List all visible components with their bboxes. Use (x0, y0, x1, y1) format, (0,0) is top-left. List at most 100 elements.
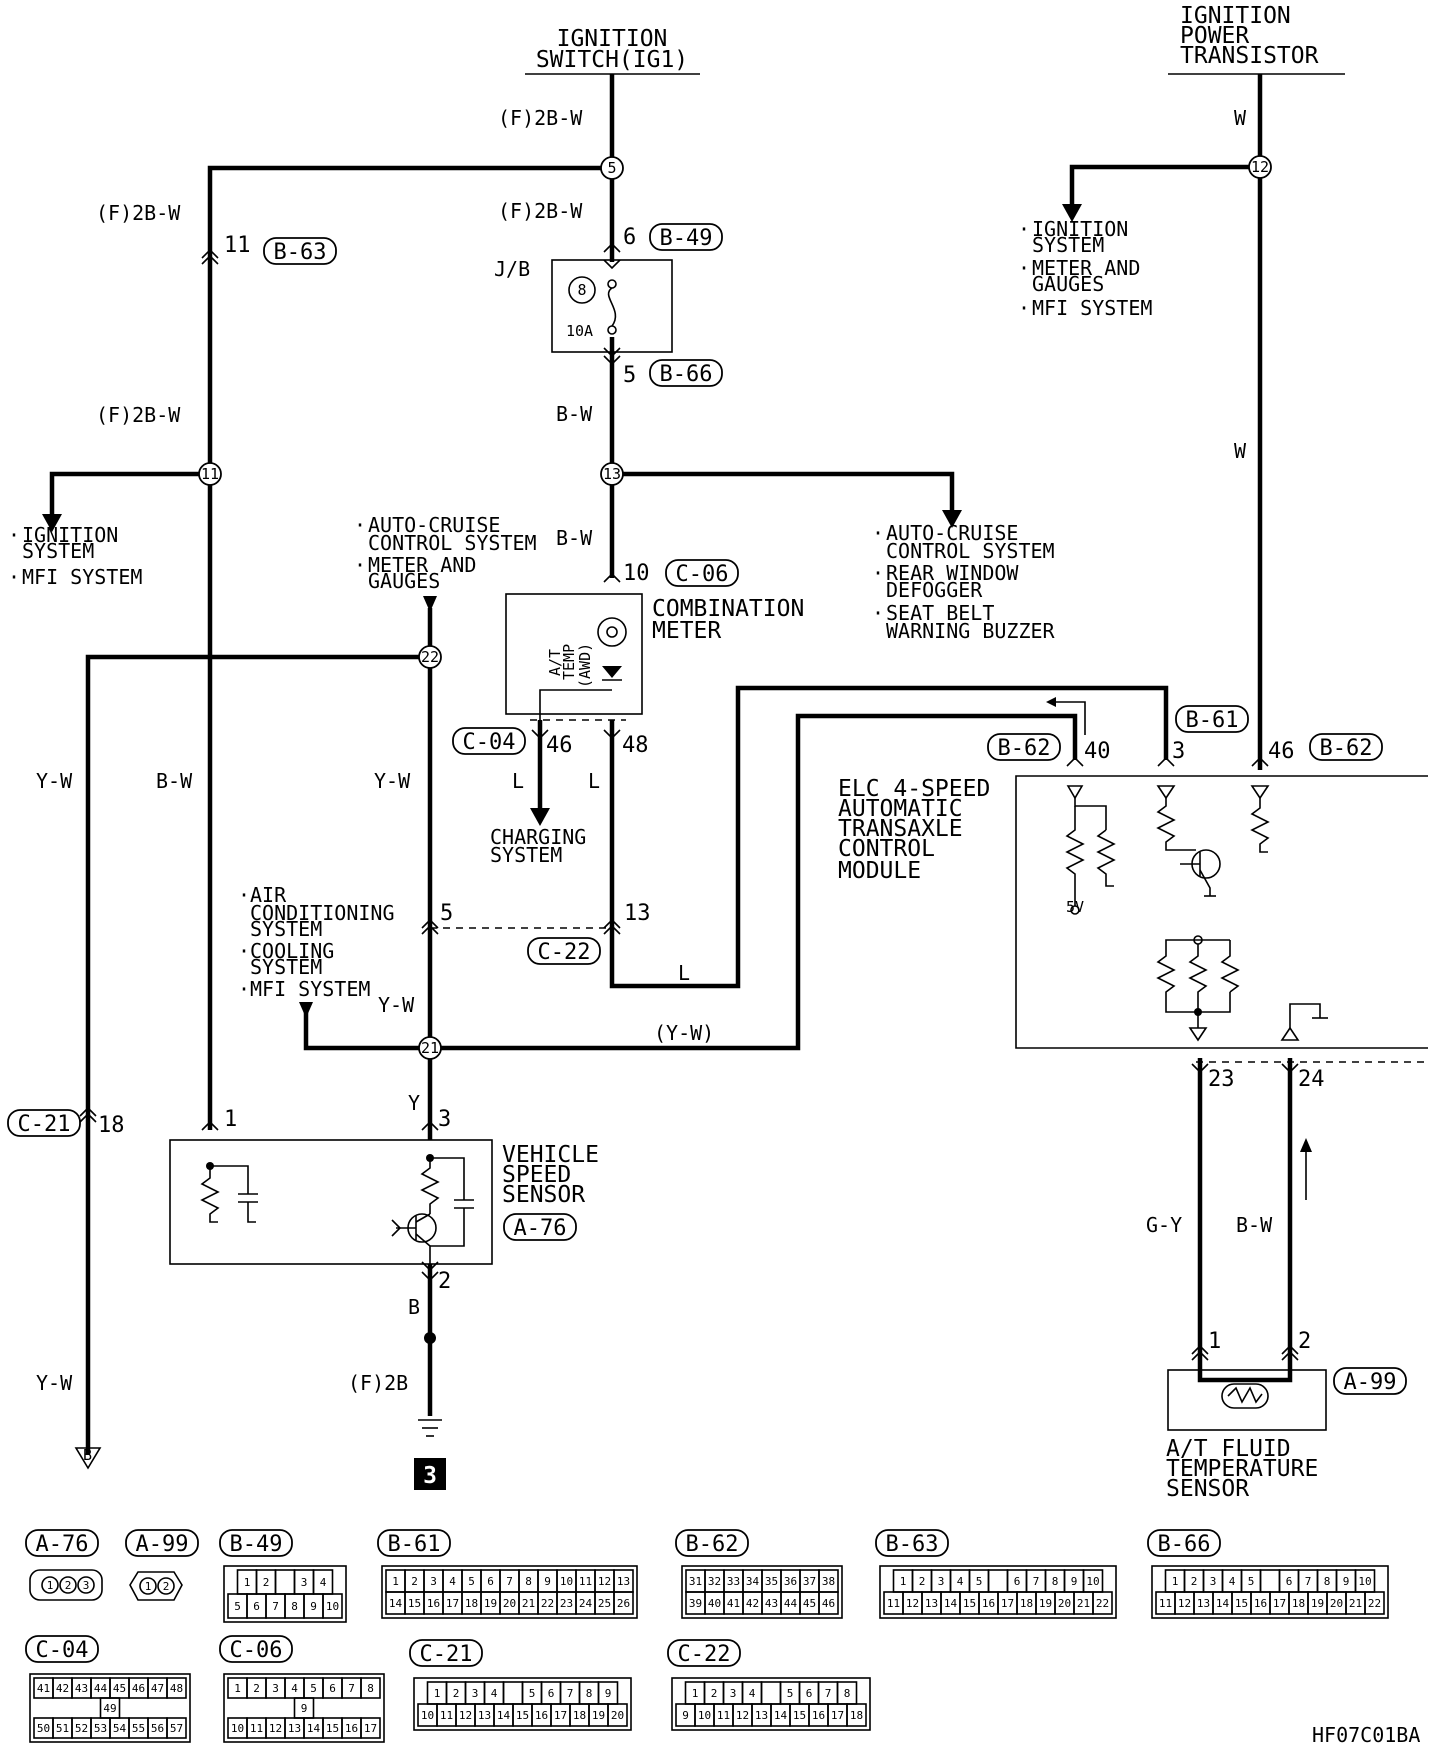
face-pin: 35 (765, 1575, 778, 1588)
face-pin: 17 (1273, 1597, 1286, 1610)
face-pin: 24 (579, 1597, 593, 1610)
face-pin: 56 (151, 1722, 164, 1735)
face-pin: 20 (611, 1709, 624, 1722)
svg-text:(F)2B: (F)2B (348, 1371, 408, 1395)
svg-text:B-63: B-63 (274, 240, 327, 265)
face-pin: 15 (963, 1597, 976, 1610)
face-pin: 7 (1305, 1575, 1312, 1588)
svg-text:·: · (872, 521, 884, 545)
svg-text:Y: Y (408, 1091, 420, 1115)
svg-text:·: · (1018, 256, 1030, 280)
svg-text:L: L (678, 961, 690, 985)
svg-text:Y-W: Y-W (378, 993, 415, 1017)
tag-c21: C-21 (7, 1109, 81, 1137)
svg-text:·: · (872, 601, 884, 625)
face-pin: 13 (925, 1597, 938, 1610)
face-pin: 43 (765, 1597, 778, 1610)
face-pin: 16 (535, 1709, 548, 1722)
svg-text:B: B (408, 1295, 420, 1319)
tag-b49: B-49 (649, 223, 723, 251)
face-pin: 42 (56, 1682, 69, 1695)
svg-text:A-76: A-76 (514, 1216, 567, 1241)
face-pin: 1 (692, 1687, 699, 1700)
face-pin: 46 (822, 1597, 835, 1610)
list-vss-branch: · AIR CONDITIONING SYSTEM · COOLING SYST… (238, 883, 395, 1001)
face-pin: 57 (170, 1722, 183, 1735)
face-pin: 5 (529, 1687, 536, 1700)
svg-text:·: · (1018, 296, 1030, 320)
face-pin: 22 (541, 1597, 554, 1610)
face-pin: 11 (887, 1597, 900, 1610)
svg-text:SENSOR: SENSOR (1166, 1476, 1249, 1502)
face-pin: 5 (787, 1687, 794, 1700)
tag-a99: A-99 (1333, 1367, 1407, 1395)
svg-text:B-62: B-62 (1320, 736, 1373, 761)
face-pin: 9 (605, 1687, 612, 1700)
face-pin: 18 (1020, 1597, 1033, 1610)
face-pin: 45 (113, 1682, 126, 1695)
face-pin: 6 (806, 1687, 813, 1700)
face-pin: 9 (682, 1709, 689, 1722)
svg-text:A-99: A-99 (136, 1532, 189, 1557)
face-pin: 2 (919, 1575, 926, 1588)
face-pin: 19 (592, 1709, 605, 1722)
svg-text:·: · (238, 939, 250, 963)
face-pin: 3 (272, 1682, 279, 1695)
svg-text:COOLING: COOLING (250, 939, 334, 963)
svg-text:IGNITION: IGNITION (1032, 217, 1128, 241)
face-pin: 10 (326, 1600, 339, 1613)
face-pin: 10 (231, 1722, 244, 1735)
face-pin: 20 (1058, 1597, 1071, 1610)
face-pin: 9 (544, 1575, 551, 1588)
svg-text:MFI SYSTEM: MFI SYSTEM (1032, 296, 1152, 320)
ignition-power-transistor-label: IGNITION POWER TRANSISTOR (1168, 3, 1345, 75)
diagram-code: HF07C01BA (1312, 1723, 1420, 1746)
face-pin: 13 (755, 1709, 768, 1722)
face-pin: 26 (617, 1597, 630, 1610)
list-mid-upper: · AUTO-CRUISE CONTROL SYSTEM · METER AND… (354, 513, 537, 593)
face-pin: 22 (1096, 1597, 1109, 1610)
list-charging: CHARGING SYSTEM (490, 825, 586, 867)
svg-text:SENSOR: SENSOR (502, 1182, 585, 1208)
face-pin: 41 (37, 1682, 50, 1695)
face-pin: 4 (1229, 1575, 1236, 1588)
face-pin: 2 (163, 1580, 170, 1593)
face-pin: 5 (310, 1682, 317, 1695)
face-pin: 38 (822, 1575, 835, 1588)
svg-text:C-06: C-06 (676, 562, 729, 587)
face-pin: 10 (1358, 1575, 1371, 1588)
svg-text:B-61: B-61 (388, 1532, 441, 1557)
svg-text:B-66: B-66 (660, 362, 713, 387)
face-pin: 12 (906, 1597, 919, 1610)
face-pin: 20 (503, 1597, 516, 1610)
face-pin: 16 (427, 1597, 440, 1610)
svg-text:·: · (1018, 217, 1030, 241)
face-pin: 15 (793, 1709, 806, 1722)
face-pin: 11 (250, 1722, 263, 1735)
face-pin: 1 (145, 1580, 152, 1593)
face-pin: 7 (567, 1687, 574, 1700)
face-pin: 3 (83, 1579, 90, 1592)
svg-text:(F)2B-W: (F)2B-W (498, 199, 583, 223)
face-tag-c22: C-22 (667, 1639, 741, 1667)
tag-b66: B-66 (649, 359, 723, 387)
svg-text:5: 5 (607, 159, 616, 177)
face-pin: 11 (1159, 1597, 1172, 1610)
face-pin: 22 (1368, 1597, 1381, 1610)
connector-tags: B-49 B-63 B-66 C-06 C-04 B-61 B-62 B-62 … (7, 223, 1407, 1395)
svg-text:46: 46 (1268, 739, 1295, 764)
svg-text:MFI SYSTEM: MFI SYSTEM (250, 977, 370, 1001)
face-pin: 46 (132, 1682, 145, 1695)
ignition-switch-label: IGNITION SWITCH(IG1) (525, 26, 700, 75)
tag-b62-left: B-62 (987, 733, 1061, 761)
wire-labels: (F)2B-W (F)2B-W (F)2B-W (F)2B-W B-W B-W … (36, 106, 1273, 1395)
svg-text:AUTO-CRUISE: AUTO-CRUISE (886, 521, 1018, 545)
svg-text:C-21: C-21 (18, 1112, 71, 1137)
